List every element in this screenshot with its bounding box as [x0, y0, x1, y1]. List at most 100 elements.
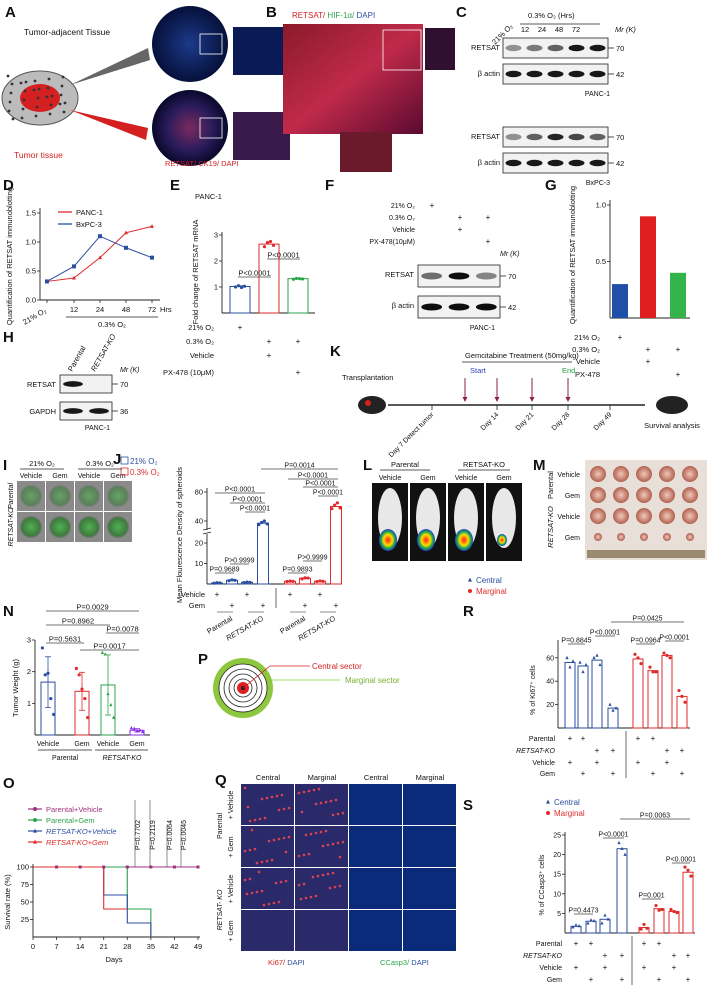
p-value-label: P>0.9999 [224, 558, 254, 565]
data-point [654, 670, 658, 674]
y-tick-label: 25 [21, 915, 29, 924]
legend-label: RETSAT-KO+Gem [46, 838, 108, 847]
ki67-cell [316, 874, 320, 878]
data-point [683, 700, 687, 704]
hour-label: 48 [555, 25, 563, 34]
hour-label: 24 [538, 25, 546, 34]
y-tick-label: 100 [16, 863, 29, 872]
y-tick-label: 20 [546, 702, 554, 709]
data-point [657, 908, 661, 912]
censor-mark [125, 865, 129, 869]
row-label: 0.3% O₂ [186, 337, 214, 346]
row-label: RETSAT-KO [516, 748, 555, 755]
panel-label-n: N [3, 603, 14, 620]
plus-mark: + [611, 769, 616, 778]
y-tick-label: 1.0 [26, 238, 36, 247]
ki67-cell [309, 832, 313, 836]
blot-band [568, 159, 585, 167]
ki67-cell [282, 836, 286, 840]
data-point [335, 501, 339, 505]
bar [612, 284, 628, 318]
data-point [639, 927, 643, 931]
plus-mark: + [636, 734, 641, 743]
cell-dot [48, 112, 52, 116]
data-point [265, 241, 270, 245]
data-point [620, 846, 624, 850]
plus-mark: + [646, 357, 651, 366]
y-axis-label: Mean Flourescence Density of spheroids [175, 467, 184, 603]
plus-mark: + [238, 323, 243, 332]
microscopy-image [349, 868, 402, 909]
data-point [45, 279, 49, 284]
tumor [640, 533, 648, 541]
ki67-cell [248, 819, 252, 823]
panel-label-p: P [198, 651, 208, 668]
stain-name: CCasp3/ [380, 958, 410, 967]
data-point [648, 665, 652, 669]
legend-label: Parental+Gem [46, 816, 95, 825]
arrow-head-icon [462, 397, 468, 402]
ki67-cell [243, 786, 247, 790]
y-tick-label: 1.0 [596, 201, 606, 210]
cell-dot [10, 82, 14, 86]
bar [638, 927, 650, 934]
p-value-label: P<0.0001 [225, 487, 255, 494]
data-point [72, 264, 76, 269]
day-label: Day 49 [593, 411, 614, 432]
ki67-cell [274, 881, 278, 885]
cell-dot [47, 77, 51, 81]
column-header: Marginal [416, 773, 445, 782]
luminescence-signal [497, 534, 507, 546]
bar [599, 918, 611, 934]
row-label: 0.3% O₂ [572, 345, 600, 354]
mw-label: 36 [120, 407, 128, 416]
stain-name: HIF-1α/ [325, 11, 355, 20]
data-point [677, 688, 681, 693]
data-point [330, 507, 334, 511]
data-point [568, 665, 572, 669]
luminescence-signal [455, 529, 473, 551]
stain-name: Ki67/ [268, 958, 286, 967]
row-label: Parental [536, 941, 563, 948]
plus-mark: + [636, 758, 641, 767]
ki67-cell [324, 829, 328, 833]
y-axis-label: Fold change of RETSAT mRNA [191, 220, 200, 325]
tumor-tissue-image [152, 90, 228, 166]
ki67-cell [287, 806, 291, 810]
x-tick-label: 21% O₂ [21, 306, 48, 327]
ki67-cell [267, 902, 271, 906]
ki67-cell [280, 793, 284, 797]
zoom-box [199, 33, 223, 55]
data-point [40, 646, 45, 650]
arrow-head-icon [565, 397, 571, 402]
arrow-head-icon [494, 397, 500, 402]
ki67-cell [272, 901, 276, 905]
y-tick-label: 80 [195, 488, 203, 497]
survival-curve [33, 866, 128, 910]
group-label: Parental [52, 755, 79, 762]
blot-band [475, 303, 497, 311]
legend-label: Central [476, 576, 502, 585]
mw-header: Mr (K) [615, 25, 636, 34]
ki67-cell [263, 816, 267, 820]
axis-break-mark [202, 527, 212, 531]
tumor [636, 487, 652, 503]
blot-band [589, 70, 606, 78]
spheroid [78, 485, 100, 507]
bar [670, 272, 686, 318]
plus-mark: + [672, 951, 677, 960]
marginal-sector-label: Marginal sector [345, 676, 400, 685]
plus-mark: + [642, 939, 647, 948]
data-point [294, 276, 299, 281]
ki67-cell [297, 883, 301, 887]
p-value-label: P=0.4473 [568, 908, 598, 915]
microscopy-image [349, 784, 402, 825]
microscopy-image [295, 784, 348, 825]
bar [330, 506, 342, 585]
y-tick-label: 10 [195, 559, 203, 568]
ki67-cell [260, 797, 264, 801]
plus-mark: + [676, 370, 681, 379]
